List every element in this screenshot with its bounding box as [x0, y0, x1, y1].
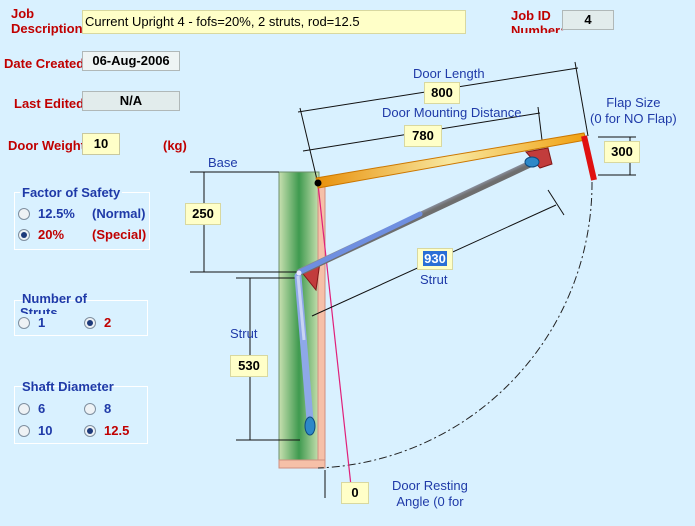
factor-of-safety-options: 12.5% (Normal) 20% (Special) [14, 200, 150, 248]
shaft-option-8: 8 [104, 401, 112, 416]
fos-option-normal-note: (Normal) [92, 206, 146, 221]
shaft-radio-6[interactable] [18, 403, 30, 415]
door-weight-label: Door Weight [8, 138, 82, 153]
job-id-label-line2: Number: [511, 23, 565, 33]
resting-angle-field[interactable]: 0 [341, 482, 369, 504]
number-of-struts-title: Number of Struts [20, 292, 87, 314]
door-length-field[interactable]: 800 [424, 82, 460, 104]
base-foot [278, 459, 326, 469]
job-id-label: Job ID Number: [511, 8, 564, 33]
job-description-label-text: Job Description [11, 6, 83, 36]
job-id-label-line1: Job ID [511, 8, 551, 23]
factor-of-safety-title: Factor of Safety [20, 185, 123, 200]
job-id-field[interactable]: 4 [562, 10, 614, 30]
base-label: Base [208, 155, 238, 170]
fos-radio-special[interactable] [18, 229, 30, 241]
shaft-diameter-title: Shaft Diameter [22, 379, 114, 394]
shaft-option-12-5: 12.5 [104, 423, 130, 438]
lower-strut-end [304, 416, 316, 436]
lower-strut-highlight [296, 275, 306, 341]
job-description-input[interactable]: Current Upright 4 - fofs=20%, 2 struts, … [82, 10, 466, 34]
fos-option-special-value: 20% [38, 227, 65, 242]
strut-mount-label: Strut [230, 326, 258, 341]
strut-length-label: Strut [420, 272, 448, 287]
shaft-radio-8[interactable] [84, 403, 96, 415]
base-height-field[interactable]: 250 [185, 203, 221, 225]
door-length-label: Door Length [413, 66, 485, 81]
shaft-radio-10[interactable] [18, 425, 30, 437]
shaft-diameter-title-wrap: Shaft Diameter [20, 378, 116, 396]
door-hinge [314, 179, 322, 187]
shaft-radio-12-5[interactable] [84, 425, 96, 437]
shaft-option-10: 10 [38, 423, 53, 438]
resting-angle-label-line2: Angle (0 for [396, 494, 464, 509]
strut-length-selected-text: 930 [423, 251, 447, 266]
date-created-label: Date Created [4, 56, 82, 71]
shaft-diameter-group [14, 386, 148, 444]
job-description-label: Job Description [11, 6, 83, 38]
door-frame-strip [317, 183, 326, 469]
date-created-field[interactable]: 06-Aug-2006 [82, 51, 180, 71]
resting-angle-label: Door Resting Angle (0 for [392, 478, 468, 510]
fos-option-special-note: (Special) [92, 227, 147, 242]
flap-size-label: Flap Size (0 for NO Flap) [590, 95, 677, 127]
door-weight-unit: (kg) [163, 138, 187, 153]
resting-angle-line [317, 183, 353, 496]
door-weight-field[interactable]: 10 [82, 133, 120, 155]
resting-angle-label-line1: Door Resting [392, 478, 468, 493]
flap-size-field[interactable]: 300 [604, 141, 640, 163]
struts-radio-2[interactable] [84, 317, 96, 329]
fos-radio-normal[interactable] [18, 208, 30, 220]
strut-length-field[interactable]: 930 [417, 248, 453, 270]
last-edited-field[interactable]: N/A [82, 91, 180, 111]
upper-strut-end [524, 156, 540, 168]
number-of-struts-group [14, 300, 148, 336]
strut-pivot [296, 270, 302, 276]
door-mounting-field[interactable]: 780 [404, 125, 442, 147]
shaft-option-6: 6 [38, 401, 46, 416]
last-edited-label: Last Edited [14, 96, 82, 111]
flap-size-label-line2: (0 for NO Flap) [590, 111, 677, 126]
door-swing-arc [317, 181, 593, 469]
flap-size-label-line1: Flap Size [606, 95, 661, 110]
upper-strut-cylinder [297, 211, 423, 275]
door-flap [581, 135, 597, 181]
strut-mount-field[interactable]: 530 [230, 355, 268, 377]
number-of-struts-title-wrap: Number of Struts [20, 292, 110, 314]
struts-option-1: 1 [38, 315, 46, 330]
door-mounting-label: Door Mounting Distance [382, 105, 522, 120]
fos-option-normal-value: 12.5% [38, 206, 75, 221]
struts-option-2: 2 [104, 315, 112, 330]
struts-radio-1[interactable] [18, 317, 30, 329]
